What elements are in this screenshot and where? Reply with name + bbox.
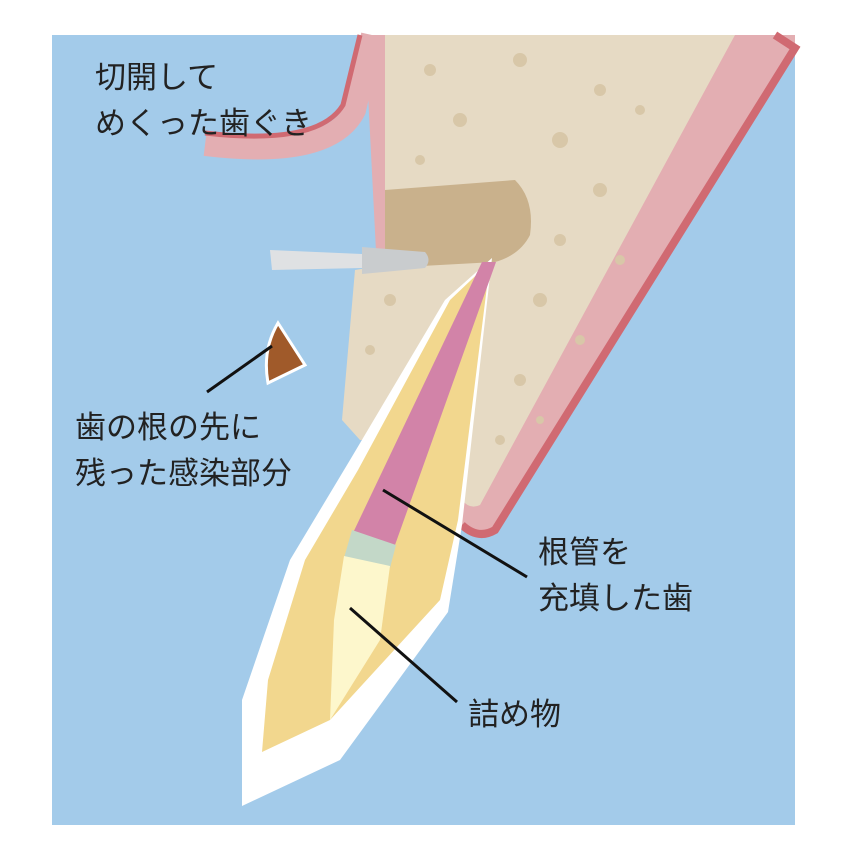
leader-line-filling <box>349 606 458 704</box>
label-line: 根管を <box>538 535 631 571</box>
drill-bit <box>362 247 429 274</box>
seal <box>344 530 396 568</box>
gum-flap <box>203 32 383 160</box>
label-line: 充填した歯 <box>538 581 693 617</box>
leader-line-tooth <box>382 488 528 579</box>
filling <box>330 556 390 720</box>
label-line: めくった歯ぐき <box>95 106 312 142</box>
label-filling: 詰め物 <box>468 692 561 738</box>
drill-shaft <box>270 250 362 270</box>
label-incised-gum: 切開して めくった歯ぐき <box>95 55 312 147</box>
label-line: 残った感染部分 <box>75 456 292 492</box>
label-infection: 歯の根の先に 残った感染部分 <box>75 405 292 497</box>
gum-edge <box>459 31 801 538</box>
label-line: 切開して <box>95 60 219 96</box>
label-filled-tooth: 根管を 充填した歯 <box>538 530 693 622</box>
bone-pores <box>365 53 645 445</box>
bone-window <box>385 180 531 268</box>
label-line: 歯の根の先に <box>75 410 261 446</box>
leader-line-infection <box>206 344 273 394</box>
label-line: 詰め物 <box>468 697 561 733</box>
root-canal <box>352 262 496 545</box>
gum-flap-edge <box>204 34 363 139</box>
infection-fragment <box>264 320 308 386</box>
